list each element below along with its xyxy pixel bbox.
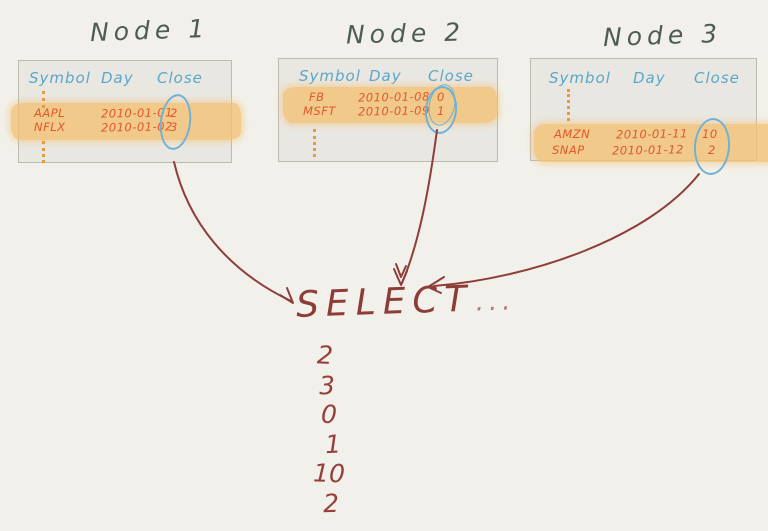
- cell-symbol: NFLX: [34, 120, 66, 134]
- table-row: AAPL 2010-01-01 2: [19, 105, 231, 120]
- arrow-node3-to-select: [433, 173, 700, 287]
- table-row: FB 2010-01-08 0: [279, 89, 497, 105]
- cell-symbol: AMZN: [554, 127, 591, 141]
- row-highlight: [11, 103, 241, 140]
- column-header-close: Close: [157, 69, 203, 87]
- table-row: MSFT 2010-01-09 1: [279, 103, 497, 119]
- arrow-node1-head: [279, 287, 294, 304]
- ellipsis-dots: [567, 89, 570, 121]
- result-value: 1: [324, 428, 342, 459]
- select-word: SELECT: [295, 278, 475, 326]
- result-value: 2: [322, 488, 340, 518]
- select-query-text: SELECT...: [295, 277, 516, 326]
- row-highlight: [534, 124, 768, 162]
- select-ellipsis: ...: [475, 286, 516, 318]
- result-value: 2: [316, 340, 334, 371]
- node-2-title: Node 2: [345, 17, 466, 50]
- node-3-title: Node 3: [602, 18, 723, 53]
- result-value: 0: [320, 399, 338, 430]
- column-header-day: Day: [633, 69, 666, 87]
- row-highlight: [283, 87, 497, 123]
- cell-close: 0: [437, 90, 445, 104]
- ellipsis-dots: [42, 141, 45, 163]
- cell-symbol: SNAP: [552, 143, 585, 157]
- cell-symbol: AAPL: [34, 106, 66, 120]
- column-header-symbol: Symbol: [549, 69, 611, 87]
- arrow-node2-head-inner: [395, 263, 407, 278]
- query-results: 2 3 0 1 10 2: [299, 340, 363, 518]
- close-values-circle: [156, 92, 195, 152]
- cell-day: 2010-01-12: [611, 142, 684, 158]
- result-value: 3: [318, 370, 336, 400]
- cell-day: 2010-01-09: [357, 103, 430, 119]
- cell-close: 3: [170, 120, 178, 134]
- column-header-close: Close: [694, 69, 740, 87]
- column-header-close: Close: [428, 67, 474, 85]
- table-row: AMZN 2010-01-11 10: [531, 126, 756, 142]
- column-header-symbol: Symbol: [29, 69, 91, 87]
- cell-day: 2010-01-08: [357, 89, 430, 105]
- node-2-table: Symbol Day Close FB 2010-01-08 0 MSFT 20…: [278, 58, 498, 162]
- cell-close: 2: [170, 106, 178, 120]
- table-row: NFLX 2010-01-02 3: [19, 119, 231, 134]
- arrow-node1-to-select: [173, 161, 292, 302]
- cell-day: 2010-01-11: [615, 126, 688, 142]
- ellipsis-dots: [42, 91, 45, 108]
- node-3-table: Symbol Day Close AMZN 2010-01-11 10 SNAP…: [530, 58, 768, 177]
- cell-close: 2: [708, 143, 716, 157]
- column-header-symbol: Symbol: [299, 67, 361, 85]
- table-row: SNAP 2010-01-12 2: [531, 142, 756, 158]
- cell-symbol: FB: [309, 90, 325, 104]
- cell-close: 10: [702, 127, 718, 141]
- node-1-title: Node 1: [89, 13, 210, 48]
- node-1-table: Symbol Day Close AAPL 2010-01-01 2 NFLX …: [11, 60, 241, 163]
- column-header-day: Day: [101, 69, 134, 87]
- cell-symbol: MSFT: [303, 104, 336, 118]
- cell-close: 1: [437, 104, 445, 118]
- ellipsis-dots: [313, 129, 316, 157]
- column-header-day: Day: [369, 67, 402, 85]
- result-value: 10: [312, 458, 346, 489]
